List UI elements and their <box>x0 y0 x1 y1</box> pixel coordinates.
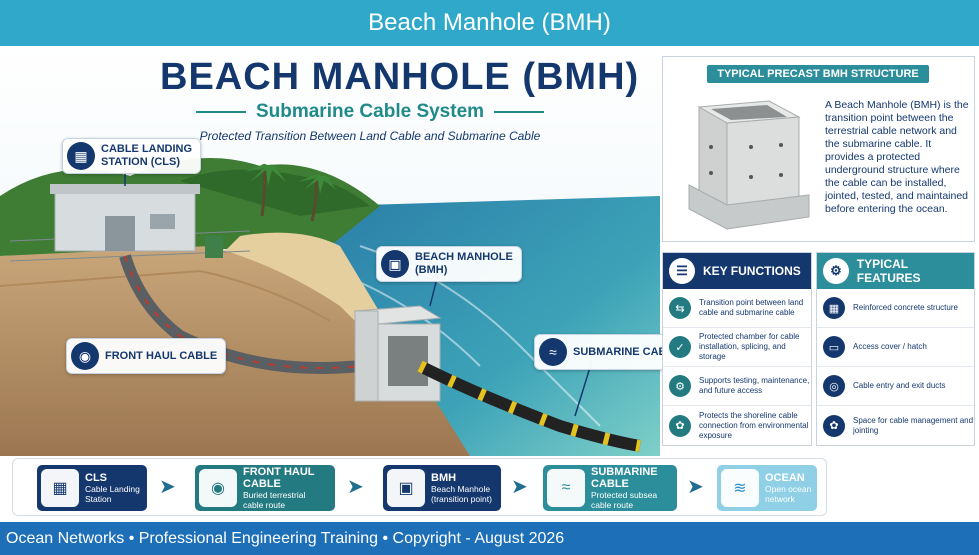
flow-step-desc: Buried terrestrial <box>243 490 306 500</box>
key-function-text: Protects the shoreline cable connection … <box>699 410 809 440</box>
flow-step-submarine: ≈ SUBMARINE CABLE Protected subsea cable… <box>543 465 677 511</box>
flow-step-desc: Beach Manhole <box>431 484 491 494</box>
cable-icon: ◉ <box>199 469 237 507</box>
callout-cls-line2: STATION (CLS) <box>101 156 181 168</box>
hero-subtitle-row: Submarine Cable System <box>160 101 580 123</box>
flow-step-cls: ▦ CLS Cable Landing Station <box>37 465 147 511</box>
list-item: ▦ Reinforced concrete structure <box>817 289 974 328</box>
list-item: ✿ Space for cable management and jointin… <box>817 406 974 445</box>
shield-icon: ✓ <box>669 336 691 358</box>
header-bar: Beach Manhole (BMH) <box>0 0 979 46</box>
typical-features-header: ⚙ TYPICAL FEATURES <box>817 253 974 289</box>
key-functions-panel: ☰ KEY FUNCTIONS ⇆ Transition point betwe… <box>662 252 812 446</box>
brick-icon: ▦ <box>823 297 845 319</box>
cable-flow-diagram: ▦ CLS Cable Landing Station ➤ ◉ FRONT HA… <box>12 458 827 516</box>
transition-icon: ⇆ <box>669 297 691 319</box>
typical-features-title: TYPICAL FEATURES <box>856 257 921 285</box>
key-function-text: Protected chamber for cable installation… <box>699 332 800 361</box>
duct-icon: ◎ <box>823 375 845 397</box>
list-item: ✿ Protects the shoreline cable connectio… <box>663 406 811 445</box>
flow-step-desc: cable route <box>591 500 634 510</box>
arrow-right-icon: ➤ <box>347 476 364 498</box>
hero-title-block: BEACH MANHOLE (BMH) Submarine Cable Syst… <box>160 56 640 143</box>
leaf-icon: ✿ <box>669 414 691 437</box>
footer-bar: Ocean Networks • Professional Engineerin… <box>0 522 979 555</box>
flow-step-title: CLS <box>85 472 107 484</box>
arrow-right-icon: ➤ <box>511 476 528 498</box>
callout-front-haul-label: FRONT HAUL CABLE <box>105 349 218 362</box>
box-icon: ▣ <box>387 469 425 507</box>
flow-step-desc: Open ocean <box>765 484 812 494</box>
precast-structure-panel: TYPICAL PRECAST BMH STRUCTURE A Beach Ma… <box>662 56 975 242</box>
building-icon: ▦ <box>67 142 95 170</box>
callout-bmh: ▣ BEACH MANHOLE (BMH) <box>376 246 522 282</box>
flow-step-desc: Protected subsea <box>591 490 658 500</box>
callout-front-haul: ◉ FRONT HAUL CABLE <box>66 338 227 374</box>
list-item: ⇆ Transition point between land cable an… <box>663 289 811 328</box>
callout-bmh-line2: (BMH) <box>415 264 448 276</box>
waves-icon: ≈ <box>547 469 585 507</box>
flow-step-desc: network <box>765 494 795 504</box>
flow-step-bmh: ▣ BMH Beach Manhole (transition point) <box>383 465 501 511</box>
hero-tagline: Protected Transition Between Land Cable … <box>199 129 541 143</box>
arrow-right-icon: ➤ <box>159 476 176 498</box>
key-functions-header: ☰ KEY FUNCTIONS <box>663 253 811 289</box>
cable-icon: ◉ <box>71 342 99 370</box>
clipboard-icon: ☰ <box>669 258 695 284</box>
key-function-text: Supports testing, maintenance, and futur… <box>699 376 810 395</box>
flow-step-title: BMH <box>431 472 457 484</box>
arrow-right-icon: ➤ <box>687 476 704 498</box>
list-item: ✓ Protected chamber for cable installati… <box>663 328 811 367</box>
list-item: ◎ Cable entry and exit ducts <box>817 367 974 406</box>
hero-subtitle: Submarine Cable System <box>255 101 485 122</box>
feature-text: Cable entry and exit ducts <box>853 381 946 390</box>
footer-text: Ocean Networks • Professional Engineerin… <box>6 529 565 547</box>
key-functions-title: KEY FUNCTIONS <box>703 264 801 278</box>
feature-text: Reinforced concrete structure <box>853 303 958 312</box>
wrench-icon: ⚙ <box>669 375 691 397</box>
precast-box-illustration <box>688 100 810 230</box>
flow-step-ocean: ≋ OCEAN Open ocean network <box>717 465 817 511</box>
divider-right <box>494 111 545 113</box>
hatch-icon: ▭ <box>823 336 845 358</box>
feature-text: Access cover / hatch <box>853 342 927 351</box>
hero-title: BEACH MANHOLE (BMH) <box>160 56 640 98</box>
page-title: Beach Manhole (BMH) <box>368 9 611 36</box>
typical-features-panel: ⚙ TYPICAL FEATURES ▦ Reinforced concrete… <box>816 252 975 446</box>
callout-cls: ▦ CABLE LANDING STATION (CLS) <box>62 138 202 174</box>
flow-step-title: SUBMARINE CABLE <box>591 466 658 490</box>
flow-step-desc: cable route <box>243 500 286 510</box>
callout-cls-line1: CABLE LANDING <box>101 143 193 155</box>
flow-step-desc: (transition point) <box>431 494 492 504</box>
list-item: ⚙ Supports testing, maintenance, and fut… <box>663 367 811 406</box>
flow-step-desc: Cable Landing <box>85 484 140 494</box>
scene-drawing <box>0 46 660 456</box>
building-icon: ▦ <box>41 469 79 507</box>
list-item: ▭ Access cover / hatch <box>817 328 974 367</box>
flow-step-desc: Station <box>85 494 112 504</box>
box-icon: ▣ <box>381 250 409 278</box>
feature-text: Space for cable management and jointing <box>853 415 974 435</box>
flow-step-title: OCEAN <box>765 472 805 484</box>
precast-title: TYPICAL PRECAST BMH STRUCTURE <box>707 65 929 83</box>
divider-left <box>195 111 246 113</box>
waves-icon: ≈ <box>539 338 567 366</box>
callout-submarine-label: SUBMARINE CABLE <box>573 345 681 358</box>
precast-description: A Beach Manhole (BMH) is the transition … <box>825 99 969 215</box>
flow-step-title: FRONT HAUL CABLE <box>243 466 315 490</box>
gear-icon: ⚙ <box>823 258 849 284</box>
ocean-icon: ≋ <box>721 469 759 507</box>
scene-illustration <box>0 46 660 456</box>
coil-icon: ✿ <box>823 414 845 437</box>
flow-step-front-haul: ◉ FRONT HAUL CABLE Buried terrestrial ca… <box>195 465 335 511</box>
callout-bmh-line1: BEACH MANHOLE <box>415 251 513 263</box>
key-function-text: Transition point between land cable and … <box>699 298 804 317</box>
